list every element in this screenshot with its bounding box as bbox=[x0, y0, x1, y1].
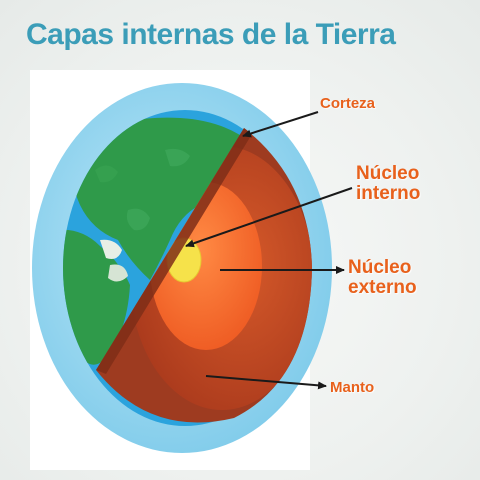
label-nucleo-interno-line1: Núcleo bbox=[356, 163, 420, 184]
label-corteza-text: Corteza bbox=[320, 95, 376, 112]
label-nucleo-externo-line1: Núcleo bbox=[348, 257, 412, 278]
page-title: Capas internas de la Tierra bbox=[26, 18, 396, 51]
label-nucleo-externo-line2: externo bbox=[348, 276, 417, 298]
cut-edge bbox=[96, 128, 252, 374]
arrow-corteza bbox=[242, 111, 319, 138]
label-nucleo-externo: Núcleo externo bbox=[348, 258, 417, 298]
continents bbox=[63, 117, 240, 365]
label-manto-text: Manto bbox=[330, 379, 375, 396]
arrow-nucleo-interno bbox=[185, 187, 353, 248]
label-nucleo-interno-line2: interno bbox=[356, 182, 421, 204]
arrow-manto bbox=[205, 375, 327, 390]
label-manto: Manto bbox=[330, 380, 374, 396]
label-corteza: Corteza bbox=[320, 96, 375, 112]
label-nucleo-interno: Núcleo interno bbox=[356, 164, 420, 204]
